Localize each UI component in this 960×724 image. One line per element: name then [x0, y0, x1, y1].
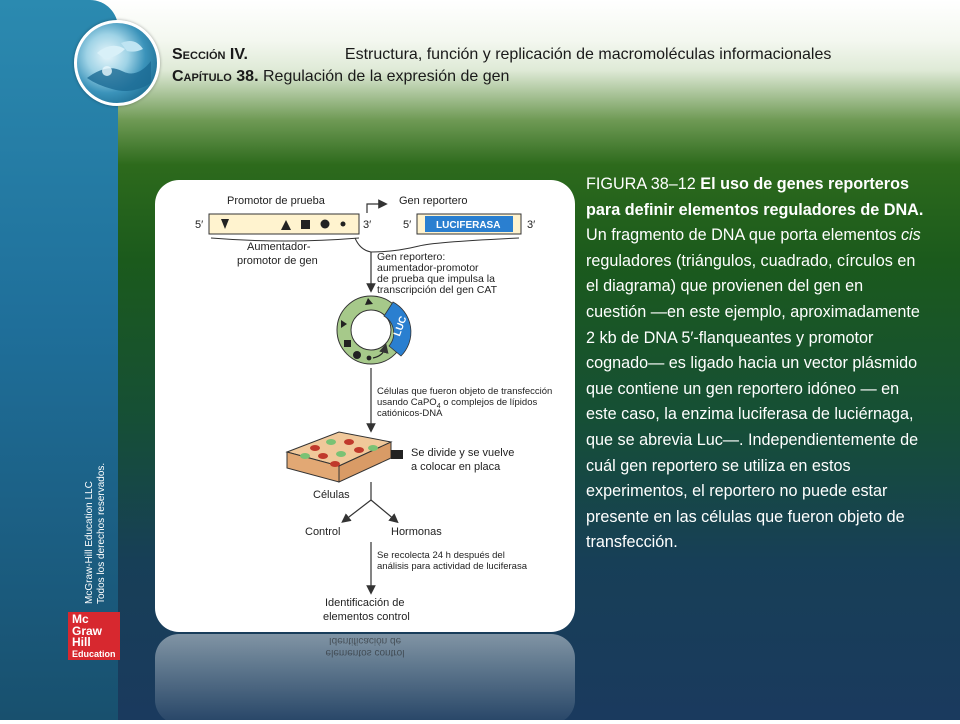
- branch-right: [370, 499, 399, 524]
- carrier-label-2: aumentador-promotor: [377, 262, 479, 274]
- cells-label: Células: [313, 489, 350, 501]
- luciferase-box: [425, 216, 513, 232]
- triangle-down-element: [221, 219, 229, 229]
- section-label: Sección IV.: [172, 46, 248, 63]
- carrier-label-1: Gen reportero:: [377, 251, 445, 263]
- circle-element-b: [340, 221, 346, 227]
- cell-green-4: [368, 445, 378, 451]
- carrier-label-4: transcripción del gen CAT: [377, 284, 498, 296]
- caption-body-1: Un fragmento de DNA que porta elementos: [586, 226, 897, 245]
- circle-element-a: [320, 219, 330, 229]
- ident-label-1: Identificación de: [325, 597, 405, 609]
- split-label-1: Se divide y se vuelve: [411, 447, 514, 459]
- five-prime-b: 5′: [403, 219, 411, 231]
- three-prime-b: 3′: [527, 219, 535, 231]
- caption-figure-label: FIGURA 38–12: [586, 175, 696, 193]
- transcription-start-arrow: [366, 199, 388, 213]
- test-promoter-label: Promotor de prueba: [227, 195, 326, 207]
- chapter-label: Capítulo 38.: [172, 68, 259, 85]
- section-title: Estructura, función y replicación de mac…: [344, 46, 832, 63]
- plasmid-hole: [350, 309, 392, 351]
- transfect-label-3: catiónicos-DNA: [377, 408, 443, 419]
- logo-line-2: Graw: [72, 623, 103, 638]
- join-bracket: [354, 237, 520, 253]
- plasmid-arrow: [372, 343, 389, 359]
- cell-red-4: [354, 447, 364, 453]
- luciferase-label: LUCIFERASA: [436, 220, 500, 231]
- section-line: Sección IV. Estructura, función y replic…: [172, 44, 932, 66]
- left-sidebar: [0, 0, 118, 720]
- transfect-label-2: usando CaPO4 o complejos de lípidos: [377, 397, 537, 410]
- copyright-notice: McGraw-Hill Education LLC Todos los dere…: [84, 444, 124, 604]
- cell-red-5: [330, 461, 340, 467]
- luc-segment: [383, 301, 412, 357]
- figure-reflection: elementos control Identificación de: [155, 634, 575, 724]
- triangle-up-element: [281, 220, 291, 230]
- hormones-label: Hormonas: [391, 526, 442, 538]
- figure-caption: FIGURA 38–12 El uso de genes reporteros …: [586, 172, 926, 556]
- copyright-line-2: Todos los derechos reservados.: [96, 462, 107, 604]
- enhancer-label-1: Aumentador-: [247, 241, 311, 253]
- enhancer-label-2: promotor de gen: [237, 255, 318, 267]
- enhancer-bracket: [210, 237, 360, 242]
- chapter-title: Regulación de la expresión de gen: [262, 68, 510, 85]
- mcgraw-hill-logo: Mc Graw Hill Education: [68, 612, 120, 660]
- reflection-line-1: elementos control: [325, 647, 405, 658]
- cell-red-2: [344, 439, 354, 445]
- chapter-line: Capítulo 38. Regulación de la expresión …: [172, 66, 932, 88]
- cell-red-3: [318, 453, 328, 459]
- transfect-label-1: Células que fueron objeto de transfecció…: [377, 386, 552, 397]
- plasmid-circle-a: [353, 351, 361, 359]
- square-element: [301, 220, 310, 229]
- logo-line-4: Education: [72, 648, 116, 659]
- plasmid-triangle-a: [365, 298, 373, 305]
- reflection-line-2: Identificación de: [328, 635, 402, 646]
- molecule-icon: [87, 41, 151, 91]
- three-prime-a: 3′: [363, 219, 371, 231]
- cell-green-1: [326, 439, 336, 445]
- reporter-gene-diagram: Promotor de prueba Gen reportero 5′ 3′ 5…: [195, 195, 552, 623]
- figure-diagram: Promotor de prueba Gen reportero 5′ 3′ 5…: [155, 180, 575, 632]
- collect-label-2: análisis para actividad de luciferasa: [377, 561, 528, 572]
- reflection-text: elementos control Identificación de: [155, 634, 575, 662]
- caption-title: El uso de genes reporteros para definir …: [586, 175, 924, 219]
- caption-cis: cis: [900, 226, 921, 245]
- plasmid-square: [344, 340, 351, 347]
- reporter-gene-label: Gen reportero: [399, 195, 467, 207]
- split-label-2: a colocar en placa: [411, 461, 501, 473]
- cell-green-3: [336, 451, 346, 457]
- logo-line-3: Hill: [72, 635, 91, 649]
- five-prime-a: 5′: [195, 219, 203, 231]
- collect-label-1: Se recolecta 24 h después del: [377, 550, 505, 561]
- carrier-label-3: de prueba que impulsa la: [377, 273, 495, 285]
- plasmid-triangle-b: [341, 320, 347, 328]
- plasmid-circle-b: [366, 355, 372, 361]
- section-badge-image: [74, 20, 160, 106]
- copyright-line-1: McGraw-Hill Education LLC: [84, 481, 95, 604]
- branch-left: [341, 499, 372, 523]
- ident-label-2: elementos control: [323, 611, 410, 623]
- slide-header: Sección IV. Estructura, función y replic…: [172, 44, 932, 88]
- plate-marker: [391, 450, 403, 459]
- caption-body-2: reguladores (triángulos, cuadrado, círcu…: [586, 251, 920, 552]
- logo-line-1: Mc: [72, 612, 89, 626]
- control-label: Control: [305, 526, 340, 538]
- cell-green-2: [300, 453, 310, 459]
- cell-red-1: [310, 445, 320, 451]
